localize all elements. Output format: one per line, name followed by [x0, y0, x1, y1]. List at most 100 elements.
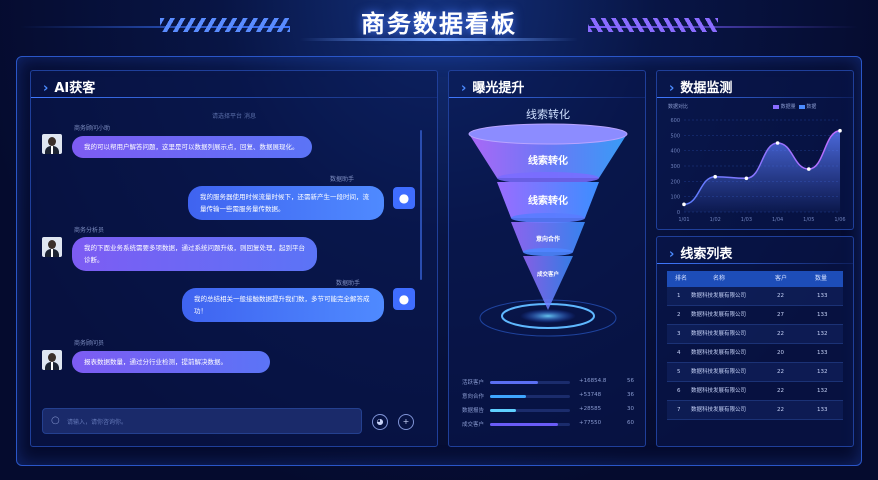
y-tick-label: 500 [670, 133, 680, 139]
y-tick-label: 300 [670, 164, 680, 170]
page-title: 商务数据看板 [361, 10, 517, 38]
y-tick-label: 0 [677, 210, 680, 216]
legend-item: 数据 [806, 104, 817, 110]
chat-top-note: 请选择平台 消息 [212, 113, 256, 120]
metric-fill [490, 409, 516, 412]
user-icon: ● [393, 187, 415, 209]
chat-input[interactable] [67, 413, 347, 431]
funnel-layer-2 [497, 182, 599, 218]
x-tick-label: 1/06 [834, 217, 845, 223]
table-cell: 22 [777, 369, 784, 375]
metric-track [490, 409, 570, 412]
chat-bubble-right: 我的总结相关一般接触数据提升我们数，多节可能完全解答成功！ [182, 288, 384, 322]
panel-title-ai: AI获客 [43, 77, 95, 96]
metric-track [490, 423, 570, 426]
metric-name: 数据报告 [462, 408, 485, 414]
panel-title-line [657, 97, 853, 98]
funnel-label: 意向合作 [535, 236, 560, 243]
table-cell: 数据科技发展有限公司 [691, 407, 747, 413]
panel-title-line [31, 97, 437, 98]
metric-track [490, 381, 570, 384]
data-point [682, 202, 686, 207]
y-tick-label: 600 [670, 118, 680, 124]
panel-title-line [657, 263, 853, 264]
table-cell: 22 [777, 331, 784, 337]
y-tick-label: 100 [670, 195, 680, 201]
table-cell: 22 [777, 293, 784, 299]
header-right-line [588, 26, 858, 28]
header-right-stripes [588, 18, 718, 32]
y-tick-label: 400 [670, 149, 680, 155]
data-point [807, 167, 811, 171]
avatar [42, 237, 62, 257]
column-header: 排名 [675, 275, 688, 282]
metric-value: +77550 [579, 420, 602, 426]
x-tick-label: 1/01 [678, 217, 689, 223]
message-sender: 数据助手 [330, 176, 355, 183]
funnel-top [468, 123, 628, 145]
panel-title-exposure: 曝光提升 [461, 77, 524, 96]
chat-scrollbar[interactable] [420, 130, 422, 280]
table-cell: 133 [817, 312, 828, 318]
legend-swatch [773, 104, 779, 109]
table-cell: 133 [817, 293, 828, 299]
message-sender: 数据助手 [336, 280, 361, 287]
table-cell: 数据科技发展有限公司 [691, 331, 747, 337]
user-icon: ● [393, 288, 415, 310]
avatar [42, 350, 62, 370]
table-cell: 6 [677, 388, 681, 394]
table-cell: 数据科技发展有限公司 [691, 369, 747, 375]
table-row[interactable]: 2 数据科技发展有限公司 27 133 [667, 306, 843, 325]
funnel-base-glow [520, 309, 576, 323]
mic-icon[interactable]: ◕ [372, 414, 388, 430]
table-cell: 132 [817, 331, 828, 337]
funnel-label: 线索转化 [528, 156, 568, 167]
metric-value: +28585 [579, 406, 602, 412]
column-header: 数量 [815, 275, 828, 282]
dashboard-frame [16, 56, 862, 466]
series-area [684, 130, 840, 212]
table-cell: 22 [777, 388, 784, 394]
table-cell: 27 [777, 312, 784, 318]
header-glow [300, 38, 578, 41]
panel-title-monitor: 数据监测 [669, 77, 732, 96]
metric-count: 60 [627, 420, 634, 426]
message-sender: 商务顾问小助 [74, 125, 111, 132]
funnel-subtitle: 线索转化 [526, 108, 570, 121]
table-header: 排名 名称 客户 数量 [667, 271, 843, 287]
funnel-layer-3 [511, 222, 585, 252]
metric-value: +16854.8 [579, 378, 607, 384]
table-cell: 数据科技发展有限公司 [691, 388, 747, 394]
metric-fill [490, 395, 526, 398]
table-cell: 133 [817, 407, 828, 413]
table-cell: 数据科技发展有限公司 [691, 312, 747, 318]
x-tick-label: 1/05 [803, 217, 814, 223]
x-tick-label: 1/03 [741, 217, 752, 223]
plus-icon[interactable]: + [398, 414, 414, 430]
chat-bubble-left: 我的可以帮用户解答问题，这里是可以数据列展示点，回复、数据展现化。 [72, 136, 312, 158]
funnel-label: 线索转化 [528, 196, 568, 207]
panel-title-line [449, 97, 645, 98]
table-cell: 数据科技发展有限公司 [691, 293, 747, 299]
data-point [744, 176, 749, 181]
metric-track [490, 395, 570, 398]
metric-count: 36 [627, 392, 634, 398]
chart-label: 数据对比 [668, 104, 689, 110]
column-header: 名称 [713, 275, 726, 282]
chat-bubble-left: 报表数据数量，通过分行业检测，提前解决数据。 [72, 351, 270, 373]
table-cell: 2 [677, 312, 681, 318]
message-sender: 商务分析员 [74, 227, 105, 234]
x-tick-label: 1/02 [710, 217, 721, 223]
table-cell: 133 [817, 350, 828, 356]
